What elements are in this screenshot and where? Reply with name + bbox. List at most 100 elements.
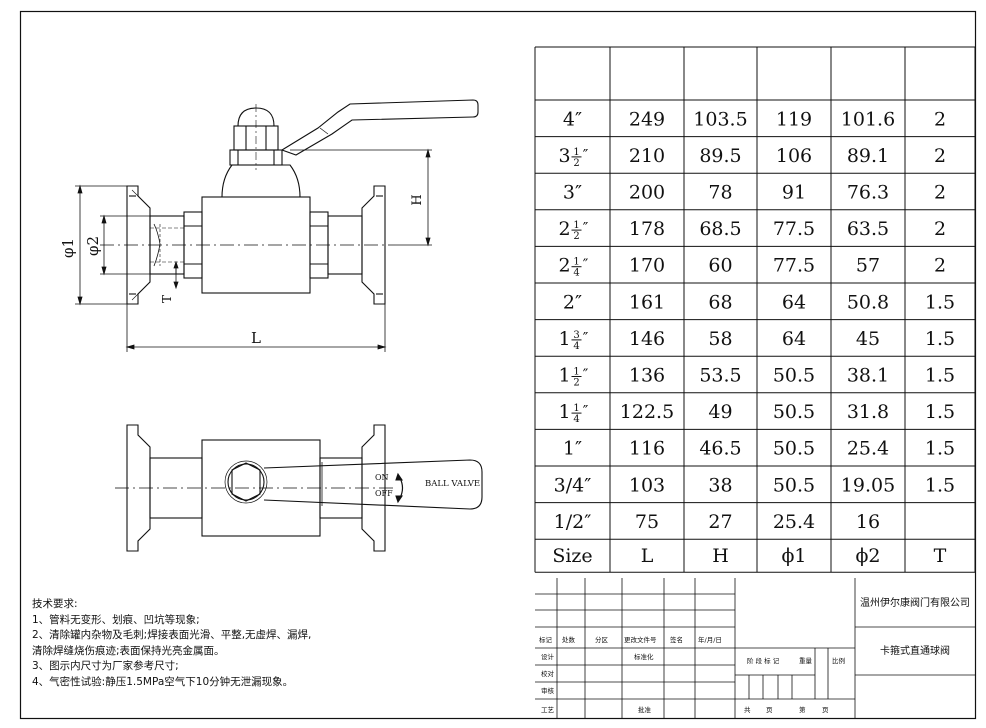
table-cell-t: 2 bbox=[934, 145, 946, 167]
table-cell-h: 78 bbox=[708, 182, 732, 204]
table-cell-phi1: 119 bbox=[776, 108, 812, 130]
table-cell-l: 210 bbox=[629, 145, 665, 167]
table-cell-t: 2 bbox=[934, 218, 946, 240]
table-cell-l: 75 bbox=[635, 511, 659, 533]
rev-header-mark: 标记 bbox=[539, 635, 553, 644]
notes-line-4: 3、图示内尺寸为厂家参考尺寸; bbox=[32, 660, 179, 673]
table-header-3: ϕ1 bbox=[781, 545, 806, 567]
dim-phi2 bbox=[100, 214, 150, 276]
table-cell-size: 1 bbox=[558, 401, 570, 423]
table-cell-size: 1 bbox=[558, 328, 570, 350]
table-cell-l: 146 bbox=[629, 328, 665, 350]
table-cell-size-frac-den: 4 bbox=[573, 341, 579, 352]
front-view bbox=[75, 99, 479, 352]
table-header-2: H bbox=[712, 545, 729, 567]
label-phi2: φ2 bbox=[84, 236, 102, 256]
label-review: 审核 bbox=[541, 686, 555, 695]
table-cell-size-frac-num: 1 bbox=[573, 257, 579, 268]
label-page-unit-2: 页 bbox=[822, 706, 829, 714]
table-cell-size-inch: ″ bbox=[583, 402, 589, 420]
table-cell-h: 38 bbox=[708, 474, 732, 496]
top-handle bbox=[263, 459, 483, 510]
table-cell-phi2: 16 bbox=[856, 511, 880, 533]
label-design: 设计 bbox=[541, 652, 555, 661]
table-cell-size-inch: ″ bbox=[583, 146, 589, 164]
table-cell-phi2: 25.4 bbox=[847, 438, 889, 460]
table-cell-size-frac-den: 4 bbox=[573, 268, 579, 279]
label-t: T bbox=[160, 295, 174, 303]
table-cell-phi1: 50.5 bbox=[773, 401, 815, 423]
table-cell-size: 3″ bbox=[563, 182, 582, 204]
table-cell-size-inch: ″ bbox=[583, 256, 589, 274]
table-cell-phi1: 25.4 bbox=[773, 511, 815, 533]
table-cell-phi1: 77.5 bbox=[773, 255, 815, 277]
table-cell-phi2: 19.05 bbox=[841, 474, 895, 496]
table-cell-size: 2 bbox=[558, 218, 570, 240]
table-cell-size-frac-num: 1 bbox=[573, 220, 579, 231]
table-cell-l: 122.5 bbox=[620, 401, 674, 423]
table-cell-size-frac-den: 4 bbox=[573, 414, 579, 425]
table-cell-h: 68 bbox=[708, 291, 732, 313]
table-cell-size-frac-den: 2 bbox=[573, 378, 579, 389]
table-cell-size-inch: ″ bbox=[583, 329, 589, 347]
table-header-1: L bbox=[641, 545, 654, 567]
table-cell-size: 1/2″ bbox=[554, 511, 592, 533]
company-name: 温州伊尔康阀门有限公司 bbox=[860, 596, 970, 609]
table-cell-h: 46.5 bbox=[699, 438, 741, 460]
table-cell-t: 2 bbox=[934, 182, 946, 204]
table-cell-size: 3 bbox=[558, 145, 570, 167]
table-cell-l: 178 bbox=[629, 218, 665, 240]
table-cell-size-inch: ″ bbox=[583, 366, 589, 384]
rev-header-sign: 签名 bbox=[670, 635, 683, 644]
label-off: OFF bbox=[375, 489, 393, 498]
table-cell-size-frac-den: 2 bbox=[573, 158, 579, 169]
table-cell-size-frac-num: 1 bbox=[573, 403, 579, 414]
table-cell-phi2: 76.3 bbox=[847, 182, 889, 204]
table-cell-size-inch: ″ bbox=[583, 219, 589, 237]
technical-notes: 技术要求: 1、管料无变形、划痕、凹坑等现象; 2、清除罐内杂物及毛刺;焊接表面… bbox=[32, 597, 311, 691]
table-cell-l: 116 bbox=[629, 438, 665, 460]
table-cell-phi1: 50.5 bbox=[773, 438, 815, 460]
table-cell-size: 1″ bbox=[563, 438, 582, 460]
label-ball-valve: BALL VALVE bbox=[425, 479, 480, 489]
table-cell-size-frac-num: 1 bbox=[573, 147, 579, 158]
table-cell-t: 1.5 bbox=[925, 474, 955, 496]
table-cell-phi1: 50.5 bbox=[773, 365, 815, 387]
left-flange bbox=[126, 185, 151, 305]
label-approval: 批准 bbox=[638, 705, 652, 714]
label-weight: 重量 bbox=[799, 657, 813, 665]
label-sheet-no: 第 bbox=[799, 705, 806, 714]
table-cell-t: 1.5 bbox=[925, 328, 955, 350]
table-cell-size: 4″ bbox=[563, 108, 582, 130]
table-cell-h: 58 bbox=[708, 328, 732, 350]
dim-h bbox=[290, 148, 432, 247]
label-page-unit-1: 页 bbox=[766, 706, 773, 714]
table-cell-l: 103 bbox=[629, 474, 665, 496]
title-block bbox=[535, 578, 975, 718]
table-cell-l: 136 bbox=[629, 365, 665, 387]
table-cell-h: 103.5 bbox=[693, 108, 747, 130]
label-standardization: 标准化 bbox=[634, 652, 654, 661]
table-cell-h: 49 bbox=[708, 401, 732, 423]
table-cell-size-frac-den: 2 bbox=[573, 231, 579, 242]
table-cell-h: 60 bbox=[708, 255, 732, 277]
table-cell-l: 170 bbox=[629, 255, 665, 277]
table-cell-size-frac-num: 3 bbox=[573, 330, 579, 341]
table-cell-h: 89.5 bbox=[699, 145, 741, 167]
table-cell-t: 2 bbox=[934, 255, 946, 277]
table-header-5: T bbox=[934, 545, 947, 567]
table-cell-size: 1 bbox=[558, 365, 570, 387]
notes-line-1: 1、管料无变形、划痕、凹坑等现象; bbox=[32, 613, 200, 626]
label-check: 校对 bbox=[541, 669, 555, 678]
stem-hex-nut bbox=[231, 462, 261, 502]
table-header-0: Size bbox=[552, 545, 592, 567]
dim-t bbox=[173, 260, 179, 290]
notes-title: 技术要求: bbox=[32, 598, 78, 610]
rev-header-zone: 分区 bbox=[595, 635, 609, 644]
dim-phi1 bbox=[75, 184, 127, 306]
label-process: 工艺 bbox=[541, 706, 555, 714]
table-cell-h: 68.5 bbox=[699, 218, 741, 240]
dim-l bbox=[125, 304, 387, 352]
